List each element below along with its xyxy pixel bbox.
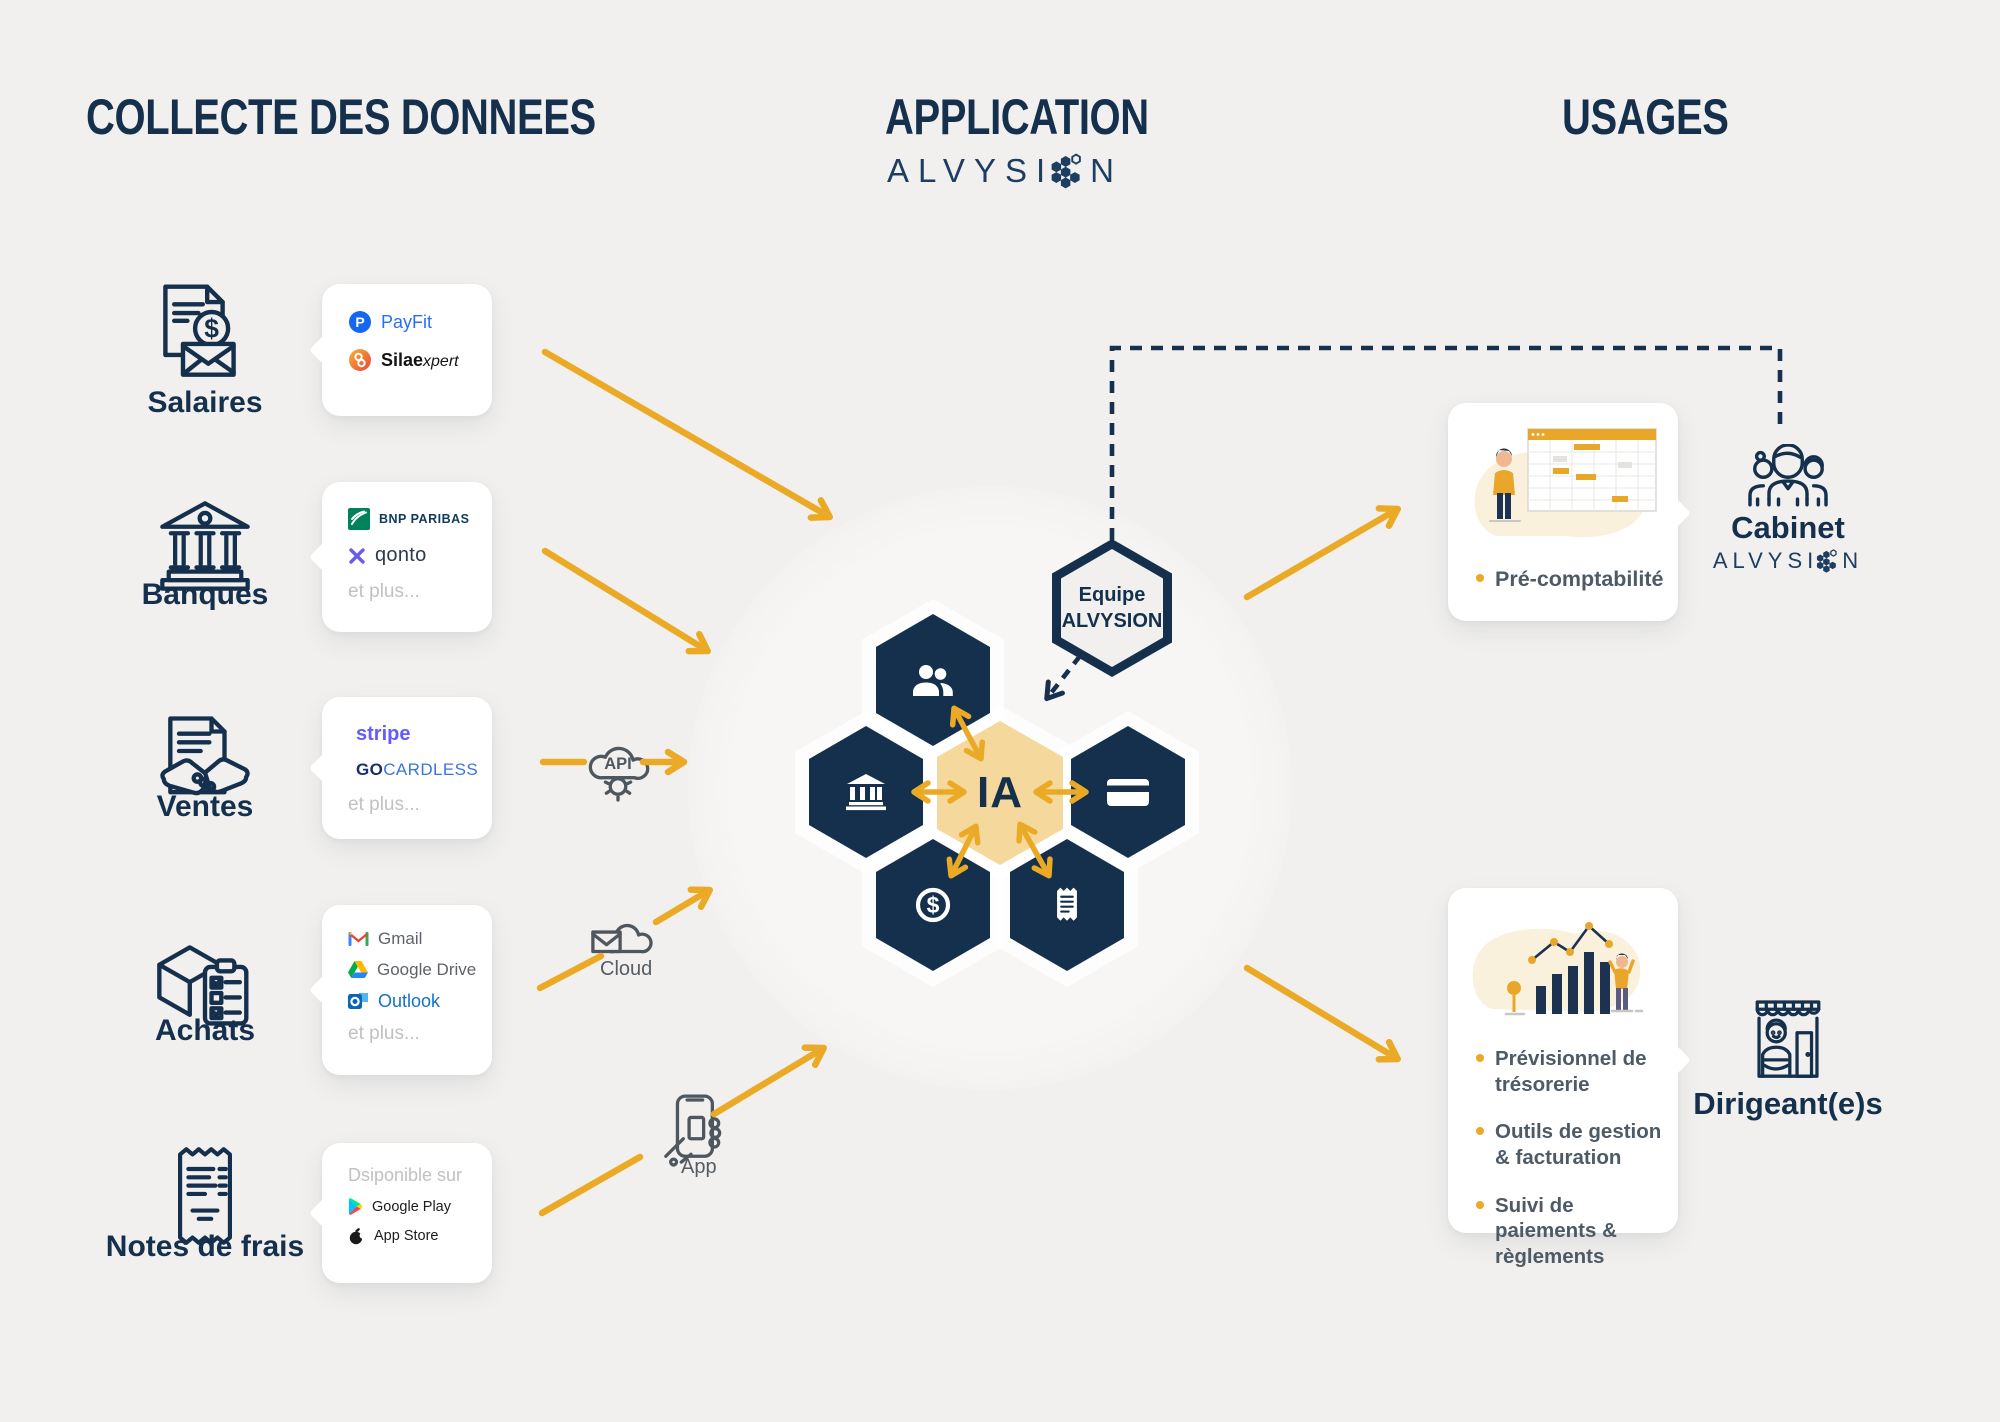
provider-outlook: Outlook: [348, 991, 492, 1012]
providers-card-banques: BNP PARIBAS qonto et plus...: [309, 482, 492, 632]
arrow-core-to-precompta: [1243, 505, 1401, 601]
alvysion-logo: ALVYSI N: [830, 152, 1180, 190]
receipt-icon-white: [1057, 887, 1077, 921]
arrow-app-to-core: [710, 1044, 827, 1118]
providers-card-achats: Gmail Google Drive Outlook et plus...: [309, 905, 492, 1075]
dirigeants-bullet-3: Suivi de paiements & règlements: [1476, 1193, 1678, 1270]
svg-text:P: P: [355, 314, 364, 330]
users-icon: [913, 665, 953, 696]
qonto-icon: [348, 547, 366, 565]
precompta-illustration: [1474, 428, 1657, 538]
app-icon: [660, 1092, 724, 1172]
dirigeants-icon: [1750, 998, 1826, 1082]
provider-gmail: Gmail: [348, 929, 492, 949]
google-play-icon: [348, 1198, 363, 1215]
source-label-achats: Achats: [154, 1014, 256, 1047]
payfit-icon: P: [348, 310, 372, 334]
bullet-dot: [1476, 1054, 1484, 1062]
receipt-icon: [140, 1142, 270, 1250]
providers-card-notes: Dsiponible sur Google Play App Store: [309, 1143, 492, 1283]
payslip-envelope-icon: $: [140, 280, 270, 388]
silae-icon: [348, 348, 372, 372]
team-hexagon: Equipe ALVYSION: [1052, 539, 1172, 677]
source-label-notes: Notes de frais: [105, 1230, 305, 1263]
outlook-icon: [348, 991, 369, 1012]
provider-qonto: qonto: [348, 544, 492, 567]
provider-silae: Silaexpert: [348, 348, 492, 372]
more-providers-text: et plus...: [348, 794, 420, 815]
google-drive-icon: [348, 961, 368, 979]
api-icon: API: [583, 731, 653, 803]
dirigeants-bullet-1: Prévisionnel de trésorerie: [1476, 1046, 1678, 1097]
alvysion-logo-post: N: [1090, 152, 1123, 189]
hex-bank: [809, 726, 923, 858]
source-label-salaires: Salaires: [147, 386, 263, 419]
alvysion-hex-cluster-icon: [1817, 549, 1837, 573]
provider-payfit: P PayFit: [348, 310, 492, 334]
cloud-icon: [589, 908, 659, 960]
arrow-banques-to-core: [541, 547, 711, 655]
bullet-dot: [1476, 1200, 1484, 1209]
title-application: APPLICATION: [885, 89, 1149, 145]
store-app-store: App Store: [348, 1227, 492, 1245]
usage-card-precompta: Pré-comptabilité: [1448, 403, 1691, 621]
dirigeants-illustration: [1472, 922, 1644, 1016]
bnp-icon: [348, 508, 370, 530]
alvysion-hex-cluster-icon: [1051, 153, 1081, 189]
more-providers-text: et plus...: [348, 1023, 420, 1044]
arrow-achats-to-cloud: [536, 952, 605, 992]
store-google-play: Google Play: [348, 1198, 492, 1215]
cabinet-alvysion-logo: ALVYSI N: [1712, 548, 1864, 573]
bullet-dot: [1476, 1127, 1484, 1136]
available-on-text: Dsiponible sur: [348, 1165, 463, 1185]
ia-label: IA: [977, 768, 1023, 817]
title-usages: USAGES: [1562, 89, 1729, 145]
arrow-salaires-to-core: [541, 348, 833, 521]
dollar-icon: $: [915, 887, 951, 923]
usage-card-dirigeants: Prévisionnel de trésorerie Outils de ges…: [1448, 888, 1691, 1268]
hex-credit-card: [1071, 726, 1185, 858]
provider-gocardless: GOCARDLESS: [356, 760, 479, 779]
title-collecte: COLLECTE DES DONNEES: [86, 89, 596, 145]
arrow-notes-to-app: [538, 1153, 644, 1217]
api-label: API: [604, 754, 632, 773]
dirigeants-label: Dirigeant(e)s: [1693, 1086, 1883, 1121]
arrow-core-to-dirigeants: [1243, 964, 1401, 1063]
provider-bnp: BNP PARIBAS: [348, 508, 492, 530]
provider-stripe: stripe: [356, 723, 411, 745]
dirigeants-bullet-2: Outils de gestion & facturation: [1476, 1119, 1678, 1170]
providers-card-ventes: stripe GOCARDLESS et plus...: [309, 697, 492, 839]
svg-text:$: $: [927, 892, 940, 918]
bank-icon: [140, 498, 270, 594]
app-label: App: [681, 1156, 717, 1178]
cabinet-label: Cabinet: [1731, 510, 1845, 545]
team-hexagon-label: Equipe ALVYSION: [1061, 584, 1163, 632]
more-providers-text: et plus...: [348, 581, 420, 602]
cabinet-icon: [1744, 444, 1832, 520]
source-label-ventes: Ventes: [156, 790, 254, 823]
credit-card-icon: [1107, 779, 1149, 806]
precompta-bullet: Pré-comptabilité: [1476, 566, 1678, 593]
bank-icon-white: [846, 774, 886, 811]
sales-contract-icon: [140, 712, 270, 816]
arrow-cloud-to-core: [652, 886, 713, 926]
svg-text:$: $: [204, 313, 219, 343]
purchase-box-icon: [140, 930, 270, 1030]
apple-icon: [348, 1227, 365, 1245]
provider-drive: Google Drive: [348, 960, 492, 980]
bullet-dot: [1476, 574, 1484, 582]
providers-card-salaires: P PayFit Silaexpert: [309, 284, 492, 416]
gmail-icon: [348, 931, 369, 947]
source-label-banques: Banques: [141, 578, 269, 611]
alvysion-logo-pre: ALVYSI: [887, 152, 1055, 189]
cloud-label: Cloud: [600, 958, 653, 980]
